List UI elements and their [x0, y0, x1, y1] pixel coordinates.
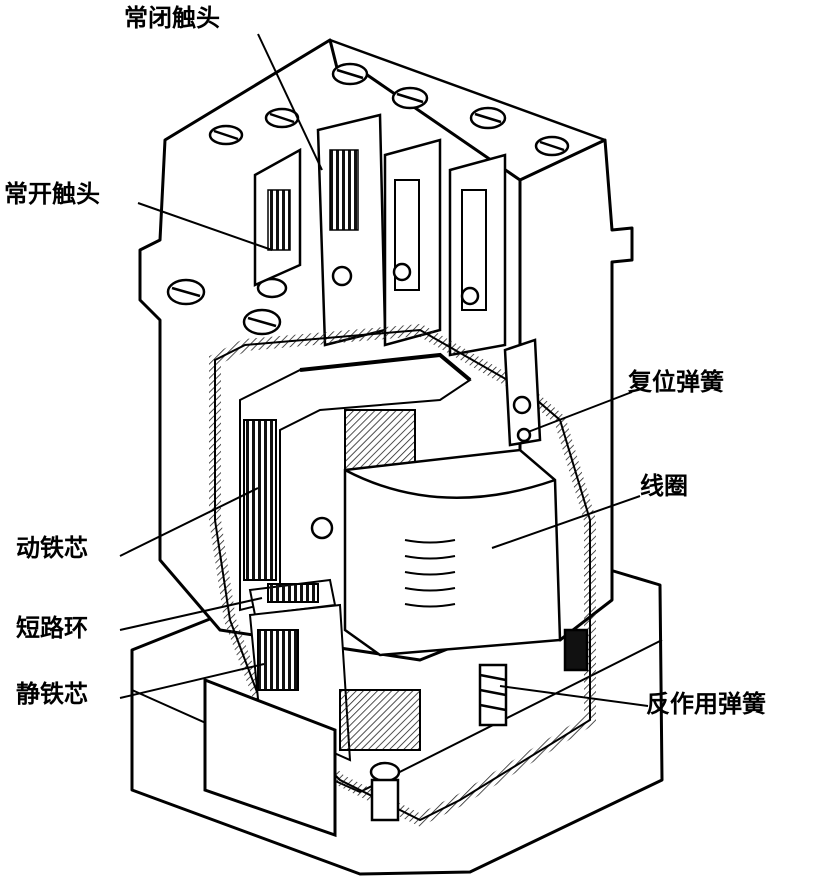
terminal-screws: [166, 62, 570, 336]
leader-short-circuit-ring: [119, 597, 263, 631]
leader-coil: [491, 495, 641, 549]
terminal-strip: [164, 38, 607, 182]
label-reaction-spring: 反作用弹簧: [646, 690, 766, 718]
label-moving-core: 动铁芯: [16, 534, 88, 562]
reset-spring: [503, 338, 542, 447]
leader-reset-spring: [527, 391, 633, 433]
label-normally-closed-contact: 常闭触头: [124, 4, 220, 32]
label-normally-open-contact: 常开触头: [4, 180, 100, 208]
label-coil: 线圈: [640, 472, 688, 500]
contact-carriers: [253, 113, 507, 357]
label-static-core: 静铁芯: [16, 680, 88, 708]
bottom-terminal: [369, 761, 401, 822]
leader-normally-closed-contact: [257, 33, 323, 171]
leader-moving-core: [119, 487, 259, 557]
label-short-circuit-ring: 短路环: [16, 614, 88, 642]
leader-static-core: [119, 663, 265, 699]
leader-reaction-spring: [499, 685, 649, 707]
leader-lines: [119, 33, 649, 707]
leader-normally-open-contact: [137, 202, 273, 251]
nameplate-window: [203, 677, 337, 838]
coil: [310, 448, 562, 662]
label-reset-spring: 复位弹簧: [628, 368, 724, 396]
reaction-spring: [478, 628, 589, 727]
